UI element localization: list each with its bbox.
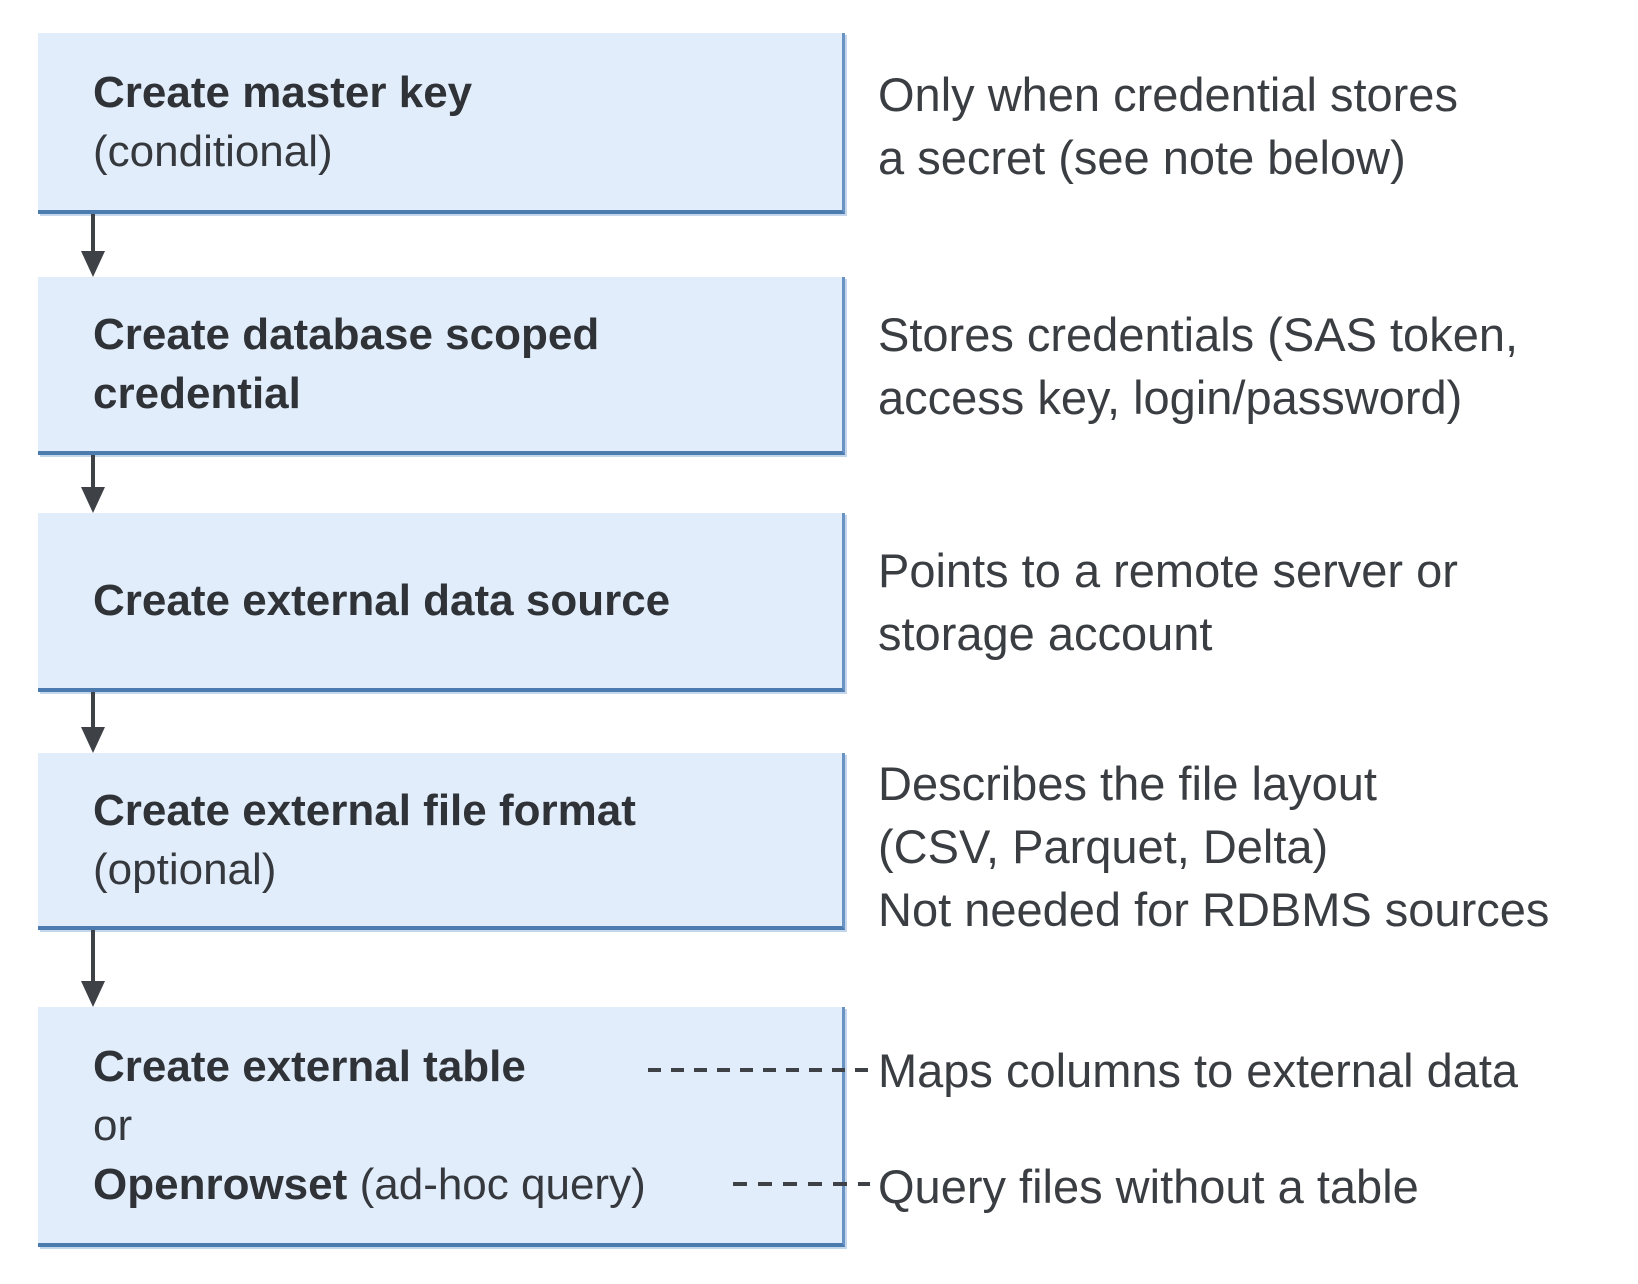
flow-arrow-icon — [81, 214, 105, 277]
step-title: Create external table — [93, 1041, 526, 1091]
note-external-data-source: Points to a remote server or storage acc… — [878, 544, 1458, 660]
step-box-external-table-or-openrowset: Create external table or Openrowset(ad-h… — [38, 1007, 845, 1247]
flow-arrow-icon — [81, 692, 105, 753]
note-external-file-format: Describes the file layout (CSV, Parquet,… — [878, 757, 1550, 936]
step-qualifier: (optional) — [93, 844, 277, 894]
dashed-connector-openrowset — [733, 1182, 870, 1186]
step-box-database-scoped-credential: Create database scoped credential — [38, 277, 845, 455]
note-external-table: Maps columns to external data — [878, 1044, 1519, 1097]
note-openrowset: Query files without a table — [878, 1160, 1419, 1213]
step-title-line2: credential — [93, 369, 301, 418]
step-box-external-file-format: Create external file format (optional) — [38, 753, 845, 930]
step-title: Create external data source — [93, 576, 671, 625]
step-qualifier: (conditional) — [93, 126, 333, 176]
step-alt-qualifier: (ad-hoc query) — [359, 1159, 646, 1209]
step-title-text: Create master key — [93, 67, 473, 117]
flow-arrow-icon — [81, 930, 105, 1007]
step-or-word: or — [93, 1100, 133, 1150]
step-alt-title: Openrowset(ad-hoc query) — [93, 1159, 646, 1209]
note-database-scoped-credential: Stores credentials (SAS token, access ke… — [878, 308, 1519, 424]
dashed-connector-external-table — [648, 1068, 870, 1072]
step-title: Create external file format — [93, 785, 636, 835]
step-box-external-data-source: Create external data source — [38, 513, 845, 692]
step-title: Create database scoped — [93, 310, 600, 359]
step-title: Create master key — [93, 63, 812, 122]
note-master-key: Only when credential stores a secret (se… — [878, 68, 1458, 184]
step-box-master-key: Create master key (conditional) — [38, 33, 845, 214]
flow-arrow-icon — [81, 455, 105, 513]
